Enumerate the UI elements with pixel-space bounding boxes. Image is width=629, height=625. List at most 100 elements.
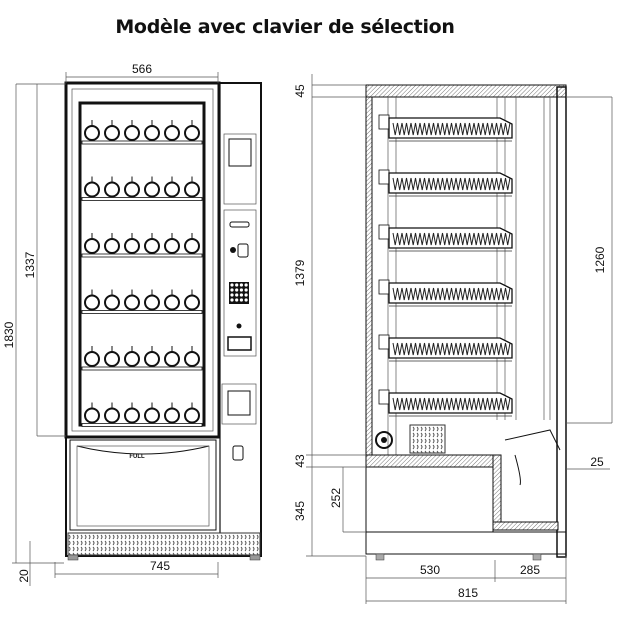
dim-1337: 1337 xyxy=(23,251,37,278)
spiral xyxy=(144,294,160,311)
evaporator xyxy=(409,424,446,454)
spiral xyxy=(144,181,160,198)
side-view: 45 1379 43 345 252 1260 25 530 285 815 xyxy=(293,74,613,604)
key xyxy=(230,298,234,302)
shelf xyxy=(81,310,203,314)
key xyxy=(235,293,239,297)
diagram-title: Modèle avec clavier de sélection xyxy=(115,16,455,38)
dim-566: 566 xyxy=(132,62,152,76)
floor-insulation xyxy=(365,454,495,468)
tray xyxy=(378,224,513,252)
spiral xyxy=(84,125,100,141)
dim-20: 20 xyxy=(17,569,31,583)
spiral xyxy=(104,351,120,367)
spiral xyxy=(164,294,180,311)
spiral xyxy=(164,407,180,424)
foot-rear xyxy=(375,553,385,561)
spiral xyxy=(124,238,140,254)
base-compartment xyxy=(365,466,494,533)
delivery-flap xyxy=(504,429,561,486)
spiral xyxy=(144,407,160,424)
door-inner-frame xyxy=(71,88,214,432)
lower-display-frame xyxy=(221,383,257,425)
display-screen-frame xyxy=(223,133,257,205)
shelf xyxy=(81,253,203,258)
tray-bracket xyxy=(378,114,390,130)
key xyxy=(235,288,239,292)
shelf-row xyxy=(81,346,203,371)
spiral xyxy=(124,351,140,367)
dim-1379: 1379 xyxy=(293,259,307,286)
front-door-profile xyxy=(556,86,567,558)
front-view: FULL 566 1830 1337 20 745 xyxy=(2,62,262,586)
return-button xyxy=(236,323,242,329)
key xyxy=(239,298,243,302)
tray-spiral xyxy=(392,177,511,191)
glass-door xyxy=(64,81,221,439)
dim-530: 530 xyxy=(420,563,440,577)
foot-left xyxy=(67,554,79,561)
spiral xyxy=(104,407,120,424)
spiral xyxy=(184,351,200,367)
tray-spiral xyxy=(392,397,511,411)
front-shelves xyxy=(81,120,203,427)
shelf-row xyxy=(81,402,203,427)
lower-display xyxy=(227,390,251,416)
tray xyxy=(378,114,513,142)
spiral xyxy=(184,238,200,254)
dim-285: 285 xyxy=(520,563,540,577)
tray xyxy=(378,279,513,307)
front-dimensions: 566 1830 1337 20 745 xyxy=(2,62,219,586)
glass-window xyxy=(78,101,206,427)
brand-logo: FULL xyxy=(129,454,145,460)
shelf-row xyxy=(81,176,203,201)
dim-25: 25 xyxy=(590,455,604,469)
dim-1260: 1260 xyxy=(593,246,607,273)
coin-return xyxy=(227,336,252,351)
selection-keypad xyxy=(229,282,249,304)
back-wall xyxy=(365,96,373,458)
tray-bracket xyxy=(378,169,390,185)
key xyxy=(239,288,243,292)
tray-bracket xyxy=(378,279,390,295)
motor-fan xyxy=(375,431,393,449)
spiral xyxy=(144,351,160,367)
spiral xyxy=(84,181,100,198)
tray-bracket xyxy=(378,334,390,350)
dim-43: 43 xyxy=(293,454,307,468)
top-panel xyxy=(365,84,567,98)
dim-345: 345 xyxy=(293,501,307,521)
spiral xyxy=(164,238,180,254)
key xyxy=(244,293,248,297)
dim-815: 815 xyxy=(458,586,478,600)
key xyxy=(235,283,239,287)
spiral xyxy=(104,181,120,198)
ventilation-grille xyxy=(67,532,261,556)
key xyxy=(244,298,248,302)
spiral xyxy=(164,351,180,367)
tray-spiral xyxy=(392,122,511,136)
dim-745: 745 xyxy=(150,559,170,573)
spiral xyxy=(184,294,200,311)
bin-floor xyxy=(492,521,559,531)
tray-spiral xyxy=(392,232,511,246)
shelf-row xyxy=(81,120,203,145)
control-panel xyxy=(223,209,257,357)
spiral xyxy=(164,181,180,198)
card-slot xyxy=(229,221,250,228)
spiral xyxy=(144,125,160,141)
key xyxy=(235,298,239,302)
bin-wall xyxy=(492,454,502,531)
foot-front xyxy=(532,553,542,561)
spiral xyxy=(104,294,120,311)
spiral xyxy=(184,407,200,424)
coin-slot xyxy=(237,243,249,258)
spiral xyxy=(124,407,140,424)
spiral xyxy=(84,238,100,254)
tray xyxy=(378,334,513,362)
tray-bracket xyxy=(378,389,390,405)
shelf xyxy=(81,140,203,145)
tray-spiral xyxy=(392,342,511,356)
dim-252: 252 xyxy=(329,488,343,508)
shelf-row xyxy=(81,289,203,314)
